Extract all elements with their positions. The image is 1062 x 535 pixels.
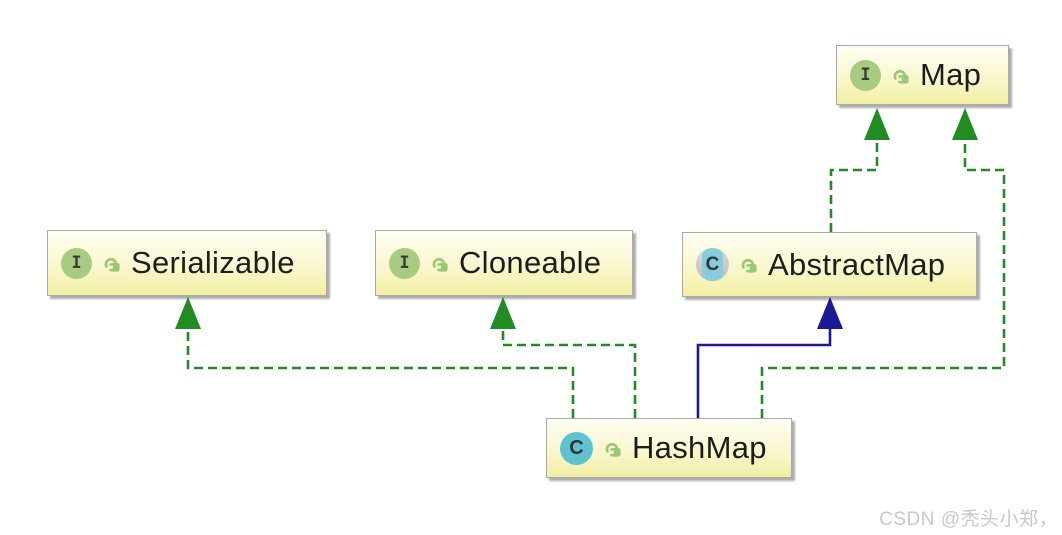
abstract-class-icon-pill (702, 248, 723, 281)
public-lock-icon (741, 258, 757, 273)
edge-hashmap-map (760, 140, 1006, 418)
node-label: Map (920, 57, 982, 92)
interface-icon: I (850, 59, 881, 91)
edge-abstractmap-map (829, 140, 879, 232)
public-lock-icon (432, 257, 448, 272)
class-icon: C (560, 431, 593, 465)
edge-hashmap-serializable (186, 329, 575, 418)
arrowhead-hashmap-abstractmap (817, 297, 843, 329)
node-map[interactable]: I Map (836, 45, 1009, 105)
arrowhead-hashmap-serializable (175, 297, 201, 329)
interface-icon: I (389, 247, 420, 279)
interface-icon: I (61, 247, 92, 279)
node-abstractmap[interactable]: C AbstractMap (682, 232, 977, 297)
public-lock-icon (605, 442, 621, 457)
node-label: HashMap (632, 430, 767, 465)
node-serializable[interactable]: I Serializable (47, 230, 327, 296)
arrowhead-hashmap-cloneable (490, 297, 516, 329)
node-label: Serializable (131, 245, 295, 280)
edge-hashmap-cloneable (501, 329, 637, 418)
arrowhead-hashmap-map (952, 108, 978, 140)
watermark: CSDN @秃头小郑， (879, 509, 1058, 530)
arrowhead-abstractmap-map (864, 108, 890, 140)
node-label: AbstractMap (768, 246, 946, 282)
public-lock-icon (104, 257, 120, 272)
abstract-class-icon-letter: C (705, 253, 720, 275)
abstract-class-icon: C (696, 248, 729, 281)
node-label: Cloneable (459, 245, 602, 280)
public-lock-icon (893, 69, 909, 84)
edge-hashmap-abstractmap (696, 329, 832, 418)
node-hashmap[interactable]: C HashMap (546, 418, 792, 478)
node-cloneable[interactable]: I Cloneable (375, 230, 633, 296)
